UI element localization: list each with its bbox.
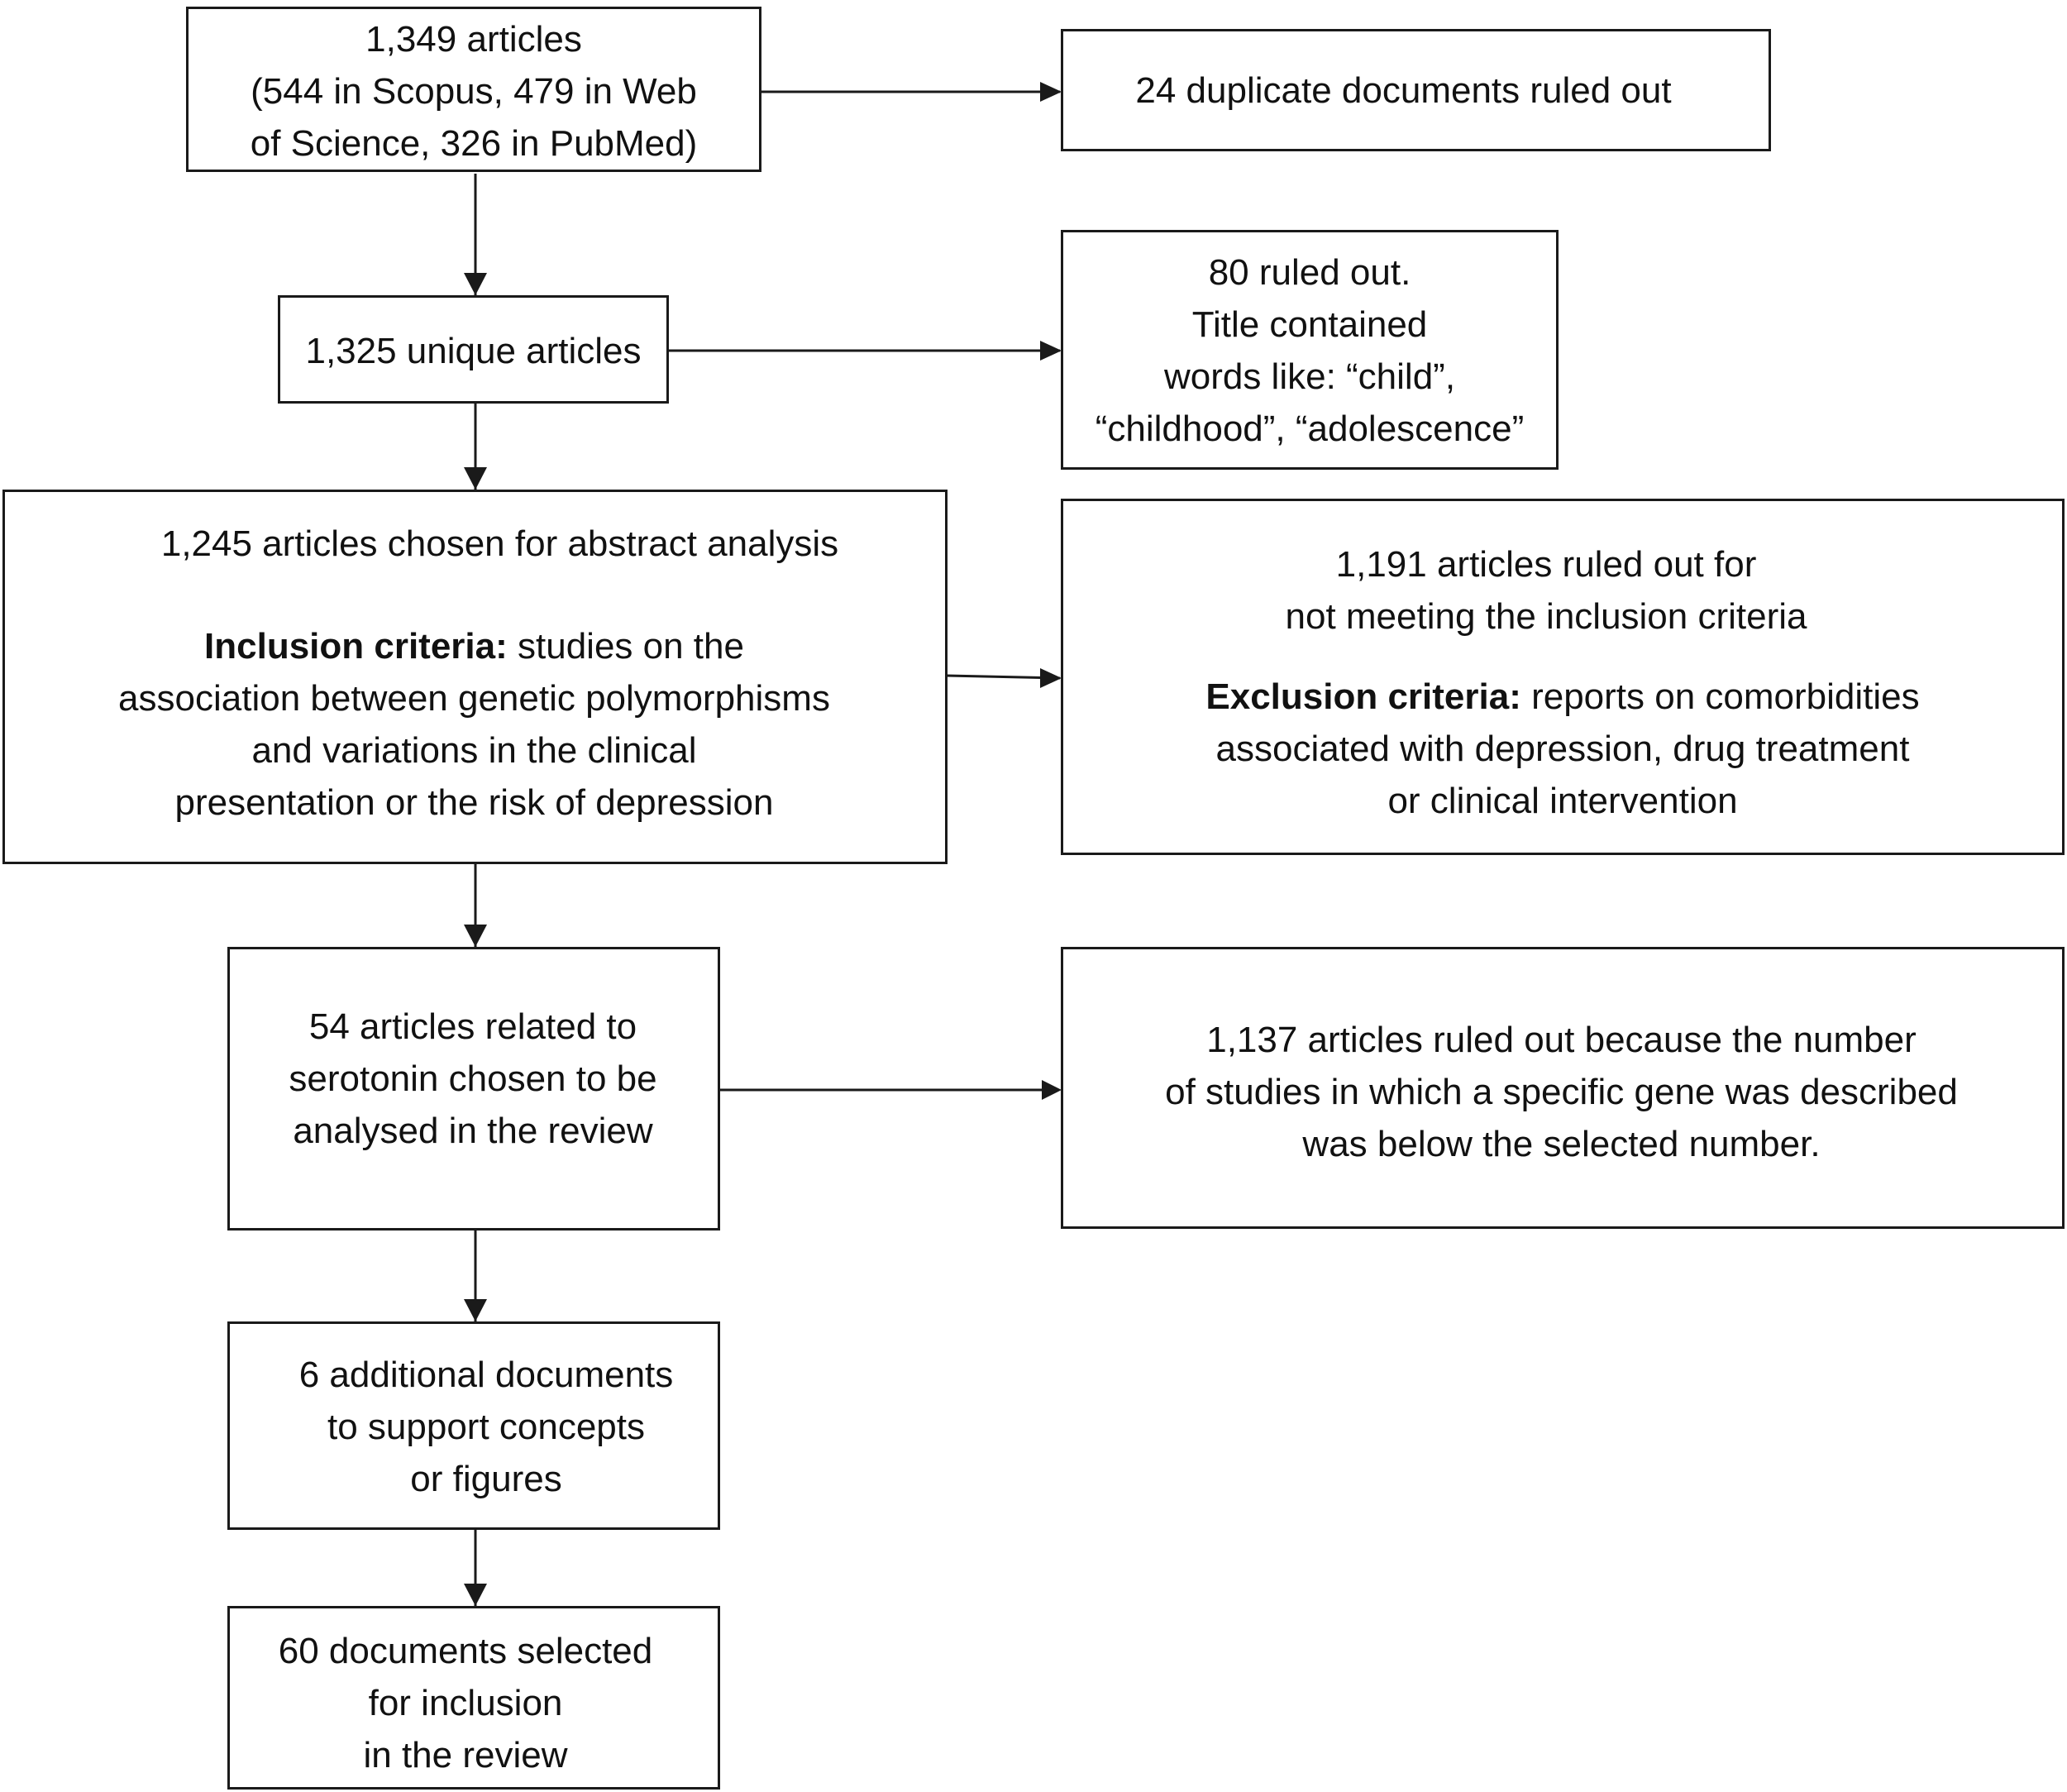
node-total-line-1: 1,349 articles [365, 19, 582, 60]
node-gene-excluded-line-3: was below the selected number. [1302, 1124, 1821, 1164]
arrowhead-additional-to-final [464, 1584, 487, 1606]
arrowhead-abstract-to-abstract-excluded [1040, 668, 1062, 688]
node-unique-articles: 1,325 unique articles [278, 295, 669, 404]
node-duplicates-excluded: 24 duplicate documents ruled out [1061, 29, 1771, 151]
node-additional-line-2: to support concepts [327, 1407, 645, 1447]
arrowhead-total-to-unique [464, 273, 487, 295]
node-abstract-heading: 1,245 articles chosen for abstract analy… [160, 523, 839, 564]
node-abstract-excluded-criteria-first-line: Exclusion criteria: reports on comorbidi… [1063, 671, 2062, 723]
exclusion-criteria-text-3: or clinical intervention [1387, 781, 1738, 821]
node-final-line-2: for inclusion [368, 1683, 563, 1723]
inclusion-criteria-text-1: studies on the [507, 626, 744, 667]
arrowhead-total-to-duplicates [1040, 82, 1062, 102]
node-serotonin-articles: 54 articles related to serotonin chosen … [227, 947, 720, 1231]
node-unique-line-1: 1,325 unique articles [305, 331, 642, 371]
node-additional-line-1: 6 additional documents [298, 1355, 674, 1395]
node-abstract-analysis: 1,245 articles chosen for abstract analy… [2, 490, 948, 864]
node-final-line-1: 60 documents selected [278, 1631, 653, 1671]
node-abstract-excluded-line-2: not meeting the inclusion criteria [1285, 596, 1807, 637]
exclusion-criteria-text-1: reports on comorbidities [1520, 676, 1920, 717]
arrowhead-unique-to-title-excluded [1040, 341, 1062, 361]
node-additional-line-3: or figures [410, 1459, 562, 1499]
node-gene-excluded: 1,137 articles ruled out because the num… [1061, 947, 2065, 1229]
node-serotonin-line-1: 54 articles related to [308, 1006, 637, 1047]
node-title-excluded-line-1: 80 ruled out. [1208, 252, 1411, 293]
node-gene-excluded-line-2: of studies in which a specific gene was … [1165, 1072, 1958, 1112]
node-duplicates-line-1: 24 duplicate documents ruled out [1135, 70, 1672, 111]
node-additional-documents: 6 additional documents to support concep… [227, 1321, 720, 1530]
node-abstract-excluded-line-1: 1,191 articles ruled out for [1335, 544, 1757, 585]
node-title-excluded-line-3: words like: “child”, [1163, 356, 1456, 397]
inclusion-criteria-text-2: association between genetic polymorphism… [118, 678, 830, 719]
exclusion-criteria-text-2: associated with depression, drug treatme… [1215, 729, 1910, 769]
node-total-line-2: (544 in Scopus, 479 in Web [251, 71, 697, 112]
node-total-line-3: of Science, 326 in PubMed) [250, 123, 698, 164]
exclusion-criteria-label: Exclusion criteria: [1205, 676, 1521, 717]
arrowhead-serotonin-to-gene-excluded [1042, 1080, 1062, 1100]
node-title-excluded-line-2: Title contained [1191, 304, 1428, 345]
node-abstract-criteria-first-line: Inclusion criteria: studies on the [3, 620, 945, 672]
inclusion-criteria-label: Inclusion criteria: [204, 626, 508, 667]
inclusion-criteria-text-4: presentation or the risk of depression [174, 782, 774, 823]
node-serotonin-line-3: analysed in the review [293, 1111, 653, 1151]
node-final-selection: 60 documents selected for inclusion in t… [227, 1606, 720, 1790]
arrowhead-unique-to-abstract [464, 467, 487, 490]
node-abstract-excluded: 1,191 articles ruled out for not meeting… [1061, 499, 2065, 855]
node-gene-excluded-line-1: 1,137 articles ruled out because the num… [1206, 1020, 1917, 1060]
arrowhead-abstract-to-serotonin [464, 925, 487, 947]
node-total-articles: 1,349 articles (544 in Scopus, 479 in We… [186, 7, 761, 172]
inclusion-criteria-text-3: and variations in the clinical [251, 730, 697, 771]
arrowhead-serotonin-to-additional [464, 1299, 487, 1321]
node-serotonin-line-2: serotonin chosen to be [289, 1058, 657, 1099]
node-title-excluded-line-4: “childhood”, “adolescence” [1095, 409, 1525, 449]
node-final-line-3: in the review [363, 1735, 568, 1775]
node-title-excluded: 80 ruled out. Title contained words like… [1061, 230, 1559, 470]
